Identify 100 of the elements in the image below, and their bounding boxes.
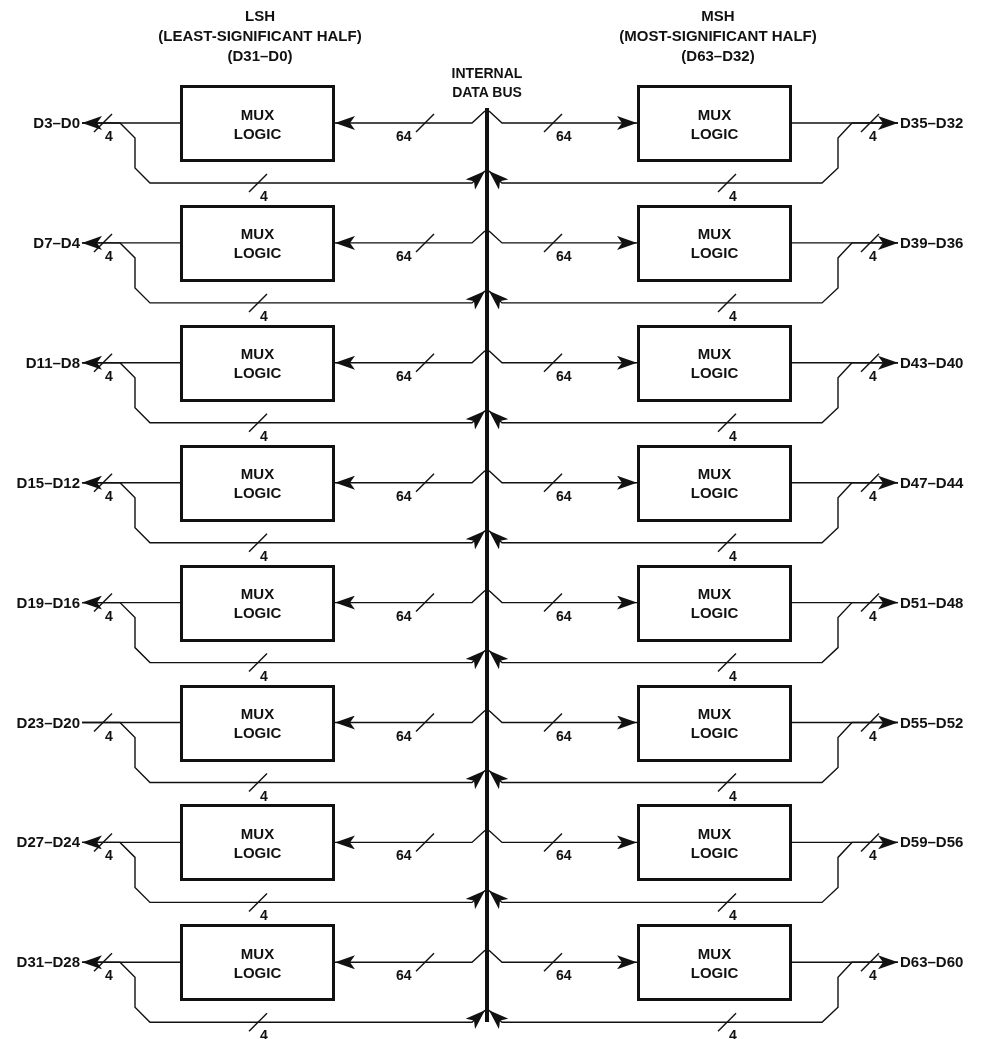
pin-label: D63–D60 [900, 953, 978, 972]
bus-arrow [334, 350, 486, 370]
section-heading: MSH [700, 6, 736, 26]
edge-label: 64 [555, 248, 573, 264]
edge-label: 4 [728, 788, 738, 804]
mux-logic-block: MUX LOGIC [637, 804, 792, 882]
pin-label: D51–D48 [900, 593, 978, 612]
bus-arrow [334, 110, 486, 130]
edge-label: 64 [555, 728, 573, 744]
pin-label: D3–D0 [4, 114, 80, 132]
pin-label: D59–D56 [900, 833, 978, 852]
edge-label: 64 [395, 368, 413, 384]
edge-label: 4 [868, 488, 878, 504]
pin-label: D23–D20 [4, 713, 80, 732]
bus-arrow [81, 482, 486, 550]
bus-arrow [488, 961, 899, 1029]
mux-logic-block: MUX LOGIC [637, 684, 792, 762]
edge-label: 4 [728, 308, 738, 324]
edge-label: 4 [868, 129, 878, 144]
mux-logic-block: MUX LOGIC [180, 804, 335, 882]
bus-arrow [81, 721, 486, 790]
bus-arrow [488, 110, 638, 130]
bus-arrow [334, 230, 486, 250]
bus-arrow [488, 709, 638, 730]
bus-arrow [81, 841, 486, 910]
edge-label: 4 [104, 728, 114, 744]
bus-arrow [81, 362, 486, 430]
edge-label: 4 [104, 129, 114, 144]
edge-label: 4 [259, 189, 269, 204]
edge-label: 4 [259, 548, 269, 564]
pin-label: D15–D12 [4, 473, 80, 492]
pin-label: D11–D8 [4, 353, 80, 372]
bus-arrow [488, 122, 899, 190]
bus-arrow [488, 242, 899, 310]
bus-arrow [334, 470, 486, 490]
edge-label: 4 [259, 428, 269, 444]
edge-label: 4 [104, 248, 114, 264]
edge-label: 64 [395, 608, 413, 624]
bus-arrow [488, 589, 638, 610]
mux-logic-block: MUX LOGIC [180, 204, 335, 282]
bus-arrow [488, 841, 899, 910]
mux-logic-block: MUX LOGIC [637, 324, 792, 402]
bus-arrow [488, 482, 899, 550]
pin-label: D35–D32 [900, 114, 978, 132]
pin-label: D47–D44 [900, 473, 978, 492]
edge-label: 4 [728, 189, 738, 204]
pin-label: D39–D36 [900, 233, 978, 252]
bus-arrow [81, 122, 486, 190]
bus-arrow [334, 949, 486, 970]
bus-arrow [488, 721, 899, 790]
mux-logic-block: MUX LOGIC [180, 85, 335, 162]
edge-label: 4 [259, 308, 269, 324]
bus-arrow [334, 589, 486, 610]
bus-arrow [334, 709, 486, 730]
edge-label: 4 [728, 548, 738, 564]
edge-label: 4 [728, 428, 738, 444]
bus-arrow [81, 955, 181, 970]
edge-label: 64 [395, 728, 413, 744]
pin-label: D27–D24 [4, 833, 80, 852]
bus-arrow [81, 601, 486, 670]
mux-logic-block: MUX LOGIC [180, 924, 335, 1002]
edge-label: 4 [104, 368, 114, 384]
mux-logic-block: MUX LOGIC [637, 85, 792, 162]
edge-label: 64 [395, 129, 413, 144]
mux-logic-block: MUX LOGIC [180, 564, 335, 642]
edge-label: 64 [555, 368, 573, 384]
bus-arrow [791, 475, 899, 490]
bus-arrow [488, 230, 638, 250]
edge-label: 64 [395, 488, 413, 504]
bus-arrow [791, 955, 899, 970]
mux-logic-block: MUX LOGIC [637, 204, 792, 282]
bus-arrow [488, 350, 638, 370]
mux-logic-block: MUX LOGIC [180, 444, 335, 522]
mux-logic-block: MUX LOGIC [637, 564, 792, 642]
bus-arrow [488, 949, 638, 970]
edge-label: 4 [868, 368, 878, 384]
bus-arrow [81, 961, 486, 1029]
section-heading: (LEAST-SIGNIFICANT HALF) [157, 26, 363, 46]
mux-logic-block: MUX LOGIC [637, 444, 792, 522]
bus-arrow [488, 601, 899, 670]
mux-logic-block: MUX LOGIC [180, 324, 335, 402]
edge-label: 4 [728, 668, 738, 684]
section-heading: LSH [244, 6, 276, 26]
bus-arrow [488, 362, 899, 430]
edge-label: 64 [395, 248, 413, 264]
mux-logic-block: MUX LOGIC [180, 684, 335, 762]
bus-arrow [334, 829, 486, 850]
edge-label: 4 [868, 608, 878, 624]
edge-label: 4 [868, 728, 878, 744]
pin-label: D31–D28 [4, 953, 80, 972]
section-heading: (MOST-SIGNIFICANT HALF) [618, 26, 818, 46]
bus-arrow [81, 475, 181, 490]
bus-arrow [488, 470, 638, 490]
section-heading: (D63–D32) [680, 46, 756, 66]
edge-label: 4 [868, 248, 878, 264]
pin-label: D7–D4 [4, 233, 80, 252]
edge-label: 64 [555, 488, 573, 504]
bus-arrow [81, 242, 486, 310]
edge-label: 64 [555, 608, 573, 624]
bus-arrow [488, 829, 638, 850]
